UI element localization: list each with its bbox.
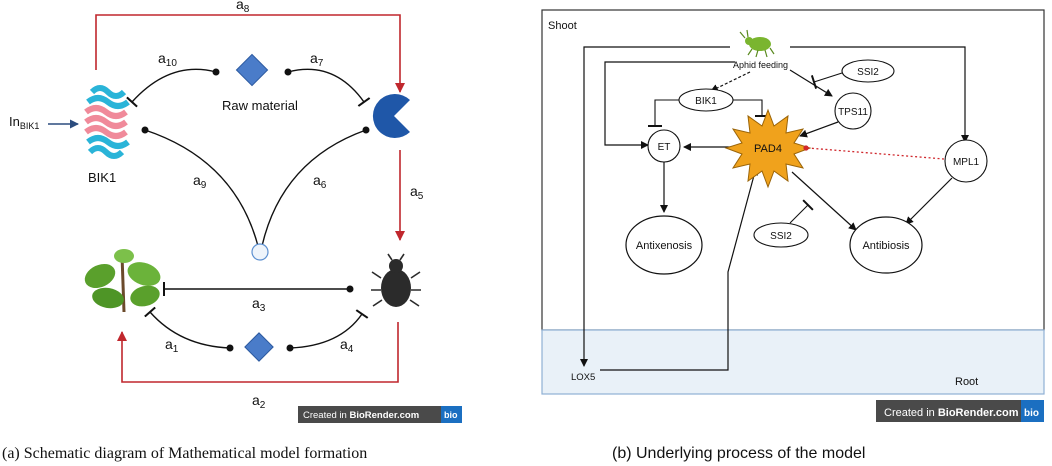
caption-b: (b) Underlying process of the model [612,445,865,462]
ssi2-bottom-label: SSI2 [770,231,792,242]
edge-mpl1-antibiosis [905,177,953,225]
edge-a9 [144,129,259,247]
edge-ssi2-inhibit [810,72,843,89]
edge-a10-label: a10 [158,50,177,69]
mpl1-node [944,139,988,183]
edge-a10 [126,68,217,108]
edge-lox5-pad4 [600,167,759,371]
pacman-enzyme-icon [372,94,410,138]
mpl1-label: MPL1 [953,157,980,168]
svg-text:bio: bio [1024,408,1039,419]
biorender-badge-b: Created in BioRender.com bio [876,400,1044,422]
aphid-beetle-icon [371,253,421,307]
antixenosis-node [625,215,703,275]
edge-a6 [261,129,367,247]
pad4-node [724,108,812,189]
root-region [541,329,1045,395]
edge-a4 [289,309,369,349]
edge-mpl1-pad4-dotted [807,147,945,160]
edge-aphid-mpl1 [790,46,969,143]
antibiosis-label: Antibiosis [862,240,910,252]
antixenosis-label: Antixenosis [636,240,693,252]
tps11-node [834,92,872,130]
edge-a3-label: a3 [252,295,266,314]
edge-aphid-lox5 [580,46,730,367]
edge-a1-label: a1 [165,336,179,355]
svg-text:Created in BioRender.com: Created in BioRender.com [884,407,1019,419]
raw-material-diamond [235,53,269,87]
lox5-label: LOX5 [571,372,595,383]
panel-b: Shoot Root Aphid feeding LOX5 SSI2 BIK1 [541,9,1045,462]
edge-a2-label: a2 [252,392,266,411]
bik1-node-label: BIK1 [695,96,717,107]
antibiosis-node [849,216,923,274]
edge-pad4-antibiosis [791,171,857,231]
edge-bik1-et [648,99,679,127]
edge-a9-label: a9 [193,172,207,191]
edge-a7-label: a7 [310,50,324,69]
bik1-protein-icon [84,85,130,159]
edge-a8 [95,14,405,93]
panel-a: a8 a5 a2 InBIK1 BIK1 Raw material a10 [2,0,462,462]
shoot-label: Shoot [548,20,577,32]
tps11-label: TPS11 [838,107,868,118]
edge-a2 [117,322,399,383]
edge-a5-label: a5 [410,183,424,202]
edge-ssi2-bottom-inhibit [789,199,814,224]
edge-a4-label: a4 [340,336,354,355]
ssi2-top-node [841,59,895,83]
open-node-circle [251,243,269,261]
edge-aphid-bik1 [710,71,751,92]
ssi2-bottom-node [753,222,809,248]
raw-material-label: Raw material [222,98,298,113]
aphid-icon [739,29,775,58]
svg-text:Created in BioRender.com: Created in BioRender.com [303,410,419,421]
edge-a1 [144,306,231,349]
biorender-badge-a: Created in BioRender.com bio [298,406,462,423]
edge-aphid-et [604,61,735,149]
et-label: ET [658,142,671,153]
edge-a7 [287,68,371,107]
aphid-feeding-label: Aphid feeding [733,60,788,70]
edge-bik1-pad4 [733,99,769,117]
edge-a8-label: a8 [236,0,250,15]
edge-a6-label: a6 [313,172,327,191]
pad4-label: PAD4 [754,143,782,155]
svg-text:bio: bio [444,410,458,420]
bottom-diamond [244,332,274,362]
ssi2-top-label: SSI2 [857,67,879,78]
input-label: InBIK1 [9,114,39,131]
bik1-label: BIK1 [88,170,116,185]
root-label: Root [955,376,978,388]
edge-tps11-pad4 [799,121,839,138]
plant-icon [84,249,161,313]
caption-a: (a) Schematic diagram of Mathematical mo… [2,445,367,462]
